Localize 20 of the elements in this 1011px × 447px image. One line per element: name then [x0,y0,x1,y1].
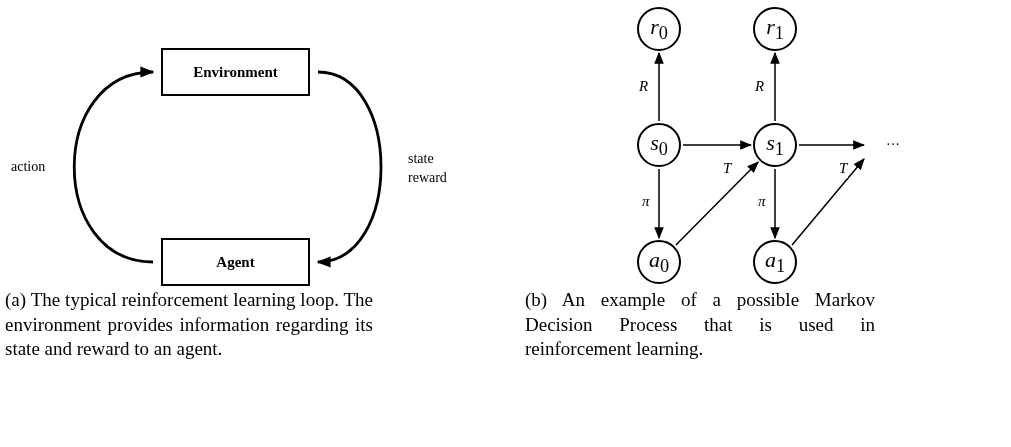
arrow [72,68,155,264]
arrow [316,70,383,266]
arrow [654,51,664,122]
arrow [682,140,753,150]
process-box: Environment [161,48,310,96]
state-circle: a$_{0}$ [637,240,681,284]
caption: (a) The typical reinforcement learning loop. The environment provides information regarding its state and reward to an agent. [5,288,373,362]
state-circle: s$_{0}$ [637,123,681,167]
caption: (b) An example of a possible Markov Decision Process that is used in reinforcement learning. [525,288,875,362]
process-box: Agent [161,238,310,286]
state-circle: a$_{1}$ [753,240,797,284]
arrow [798,140,866,150]
arrow [675,161,759,246]
arrow [770,51,780,122]
state-circle: s$_{1}$ [753,123,797,167]
arrow [770,168,780,240]
arrow [654,168,664,240]
state-circle: r$_{0}$ [637,7,681,51]
arrow [791,158,865,246]
state-circle: r$_{1}$ [753,7,797,51]
